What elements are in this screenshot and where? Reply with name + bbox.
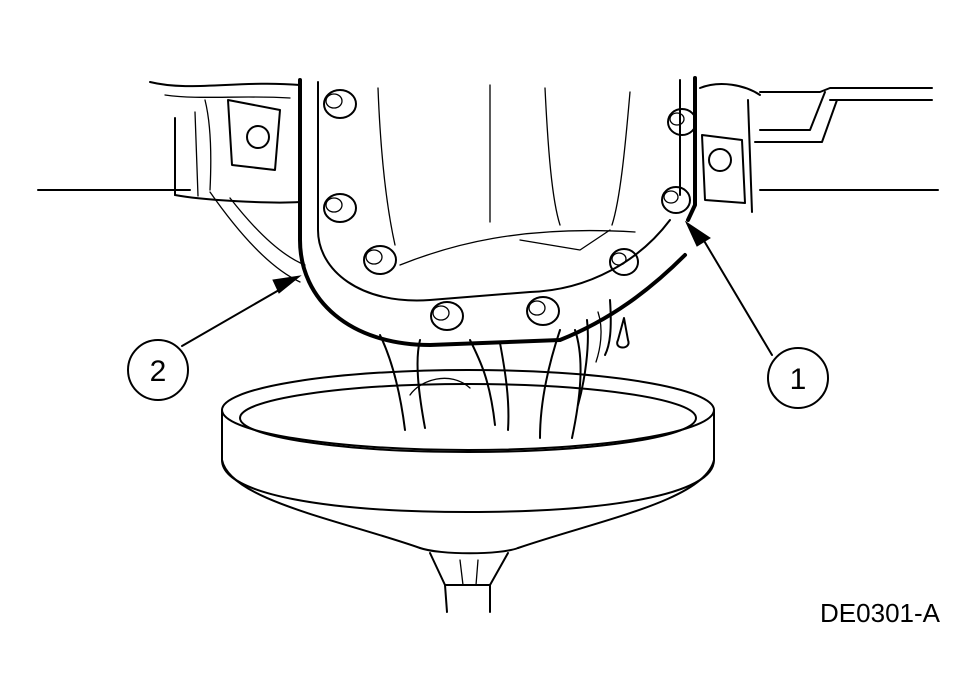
cover-bolt	[430, 301, 464, 331]
mounting-boss-left	[204, 99, 281, 191]
fluid-drip	[616, 317, 630, 349]
cover-bolts	[323, 89, 697, 331]
callout-2-circle	[127, 339, 189, 401]
callout-2-label: 2	[150, 355, 167, 388]
callout-1-label: 1	[790, 363, 807, 396]
axle-tube-left	[37, 81, 301, 204]
fluid-stream	[379, 299, 612, 439]
mounting-boss-right	[701, 134, 746, 204]
differential-cover	[298, 76, 697, 347]
axle-tube-right	[699, 83, 939, 213]
differential-housing	[209, 84, 636, 283]
callout-1-arrowhead	[684, 220, 711, 247]
cover-bolt	[526, 296, 560, 326]
drain-pan	[221, 369, 715, 613]
figure-id-label: DE0301-A	[820, 598, 941, 628]
callout-1: 1	[684, 220, 829, 409]
cover-bolt	[667, 108, 697, 136]
callout-2-arrowhead	[272, 275, 302, 294]
cover-bolt	[363, 245, 397, 275]
cover-bolt	[661, 186, 691, 214]
cover-bolt	[323, 193, 357, 223]
cover-bolt	[323, 89, 357, 119]
callout-1-circle	[767, 347, 829, 409]
cover-bolt	[609, 248, 639, 276]
callout-2: 2	[127, 275, 302, 401]
